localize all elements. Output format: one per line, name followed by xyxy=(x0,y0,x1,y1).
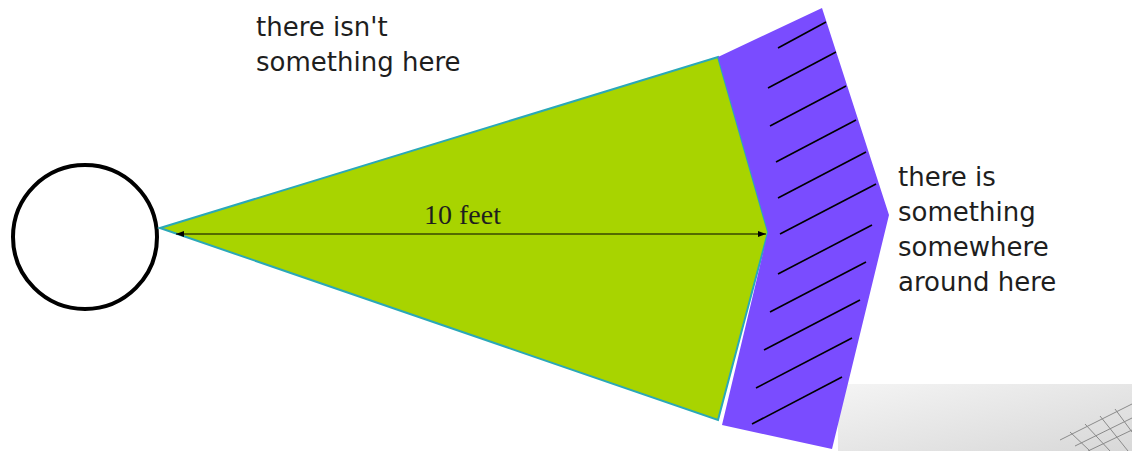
robot-circle xyxy=(13,165,157,309)
obstacle-note: there is something somewhere around here xyxy=(898,160,1078,300)
free-space-note: there isn't something here xyxy=(256,10,496,80)
free-space-cone xyxy=(160,57,768,420)
dimension-label: 10 feet xyxy=(424,196,501,234)
grid-fragment xyxy=(1060,404,1132,451)
photo-fragment xyxy=(838,384,1132,451)
hatching xyxy=(752,22,876,424)
obstacle-band xyxy=(718,8,889,449)
range-dimension xyxy=(176,231,766,237)
